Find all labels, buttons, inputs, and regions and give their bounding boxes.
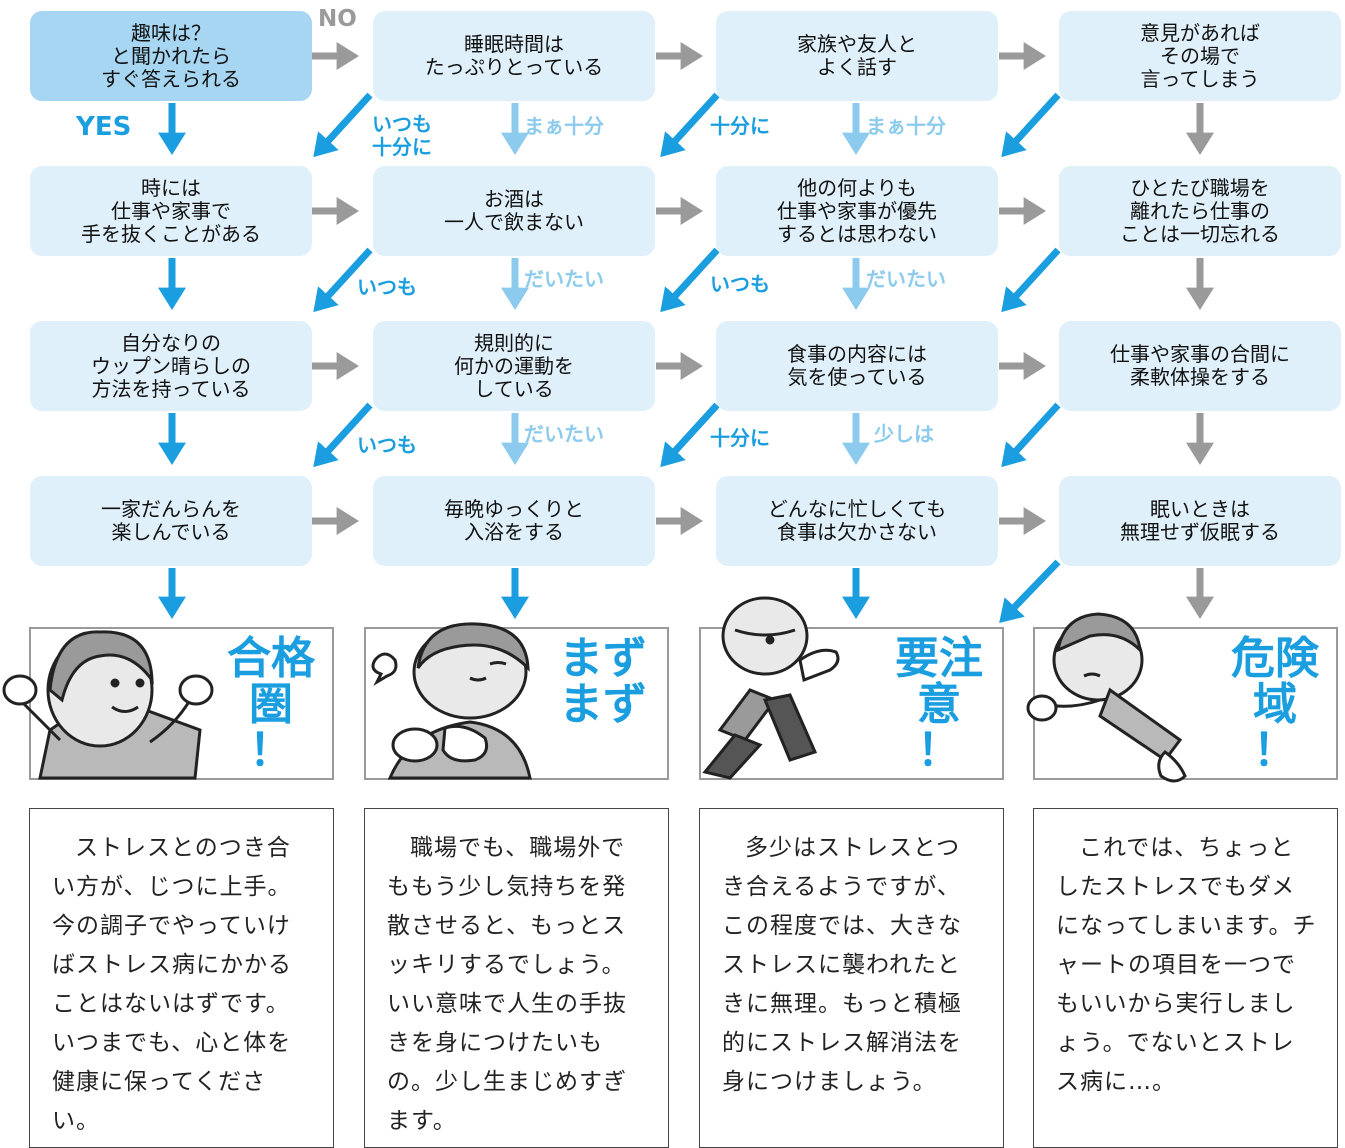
diag-c2-3 xyxy=(313,402,373,468)
question-c2-r1: 睡眠時間は たっぷりとっている xyxy=(373,11,655,101)
diag-c3-3 xyxy=(660,402,720,468)
calm-person-icon xyxy=(371,622,532,780)
diag-c4-3 xyxy=(1001,402,1061,468)
question-c3-r2: 他の何よりも 仕事や家事が優先 するとは思わない xyxy=(716,166,998,256)
diag-c3-1 xyxy=(660,92,720,158)
result-title-pass: 合格 圏 ！ xyxy=(227,633,315,776)
question-c3-r1: 家族や友人と よく話す xyxy=(716,11,998,101)
diag-c2-2 xyxy=(313,247,373,313)
c3-down-label-1: まぁ十分 xyxy=(866,114,946,138)
question-c1-r2: 時には 仕事や家事で 手を抜くことがある xyxy=(30,166,312,256)
c2-diag-label-1: いつも 十分に xyxy=(372,112,432,159)
c3-down-label-3: 少しは xyxy=(874,422,934,446)
question-c2-r4: 毎晩ゆっくりと 入浴をする xyxy=(373,476,655,566)
question-c4-r4: 眠いときは 無理せず仮眠する xyxy=(1059,476,1341,566)
c3-diag-label-2: いつも xyxy=(710,272,770,296)
result-title-caution: 要注 意 ！ xyxy=(895,633,983,776)
c2-diag-label-3: いつも xyxy=(357,433,417,457)
c2-down-label-1: まぁ十分 xyxy=(524,114,604,138)
question-c2-r2: お酒は 一人で飲まない xyxy=(373,166,655,256)
c3-diag-label-3: 十分に xyxy=(710,426,770,450)
question-c3-r4: どんなに忙しくても 食事は欠かさない xyxy=(716,476,998,566)
yes-label: YES xyxy=(76,112,132,142)
result-text-pass: ストレスとのつき合い方が、じつに上手。今の調子でやっていけばストレス病にかかるこ… xyxy=(29,808,334,1148)
c2-down-label-3: だいたい xyxy=(524,422,604,446)
c2-diag-label-2: いつも xyxy=(357,275,417,299)
diag-c4-4 xyxy=(999,559,1061,624)
question-c1-r3: 自分なりの ウップン晴らしの 方法を持っている xyxy=(30,321,312,411)
result-title-danger: 危険 域 ！ xyxy=(1231,633,1319,776)
result-text-okay: 職場でも、職場外でももう少し気持ちを発散させると、もっとスッキリするでしょう。い… xyxy=(364,808,669,1148)
diag-c3-2 xyxy=(660,247,720,313)
question-c4-r1: 意見があれば その場で 言ってしまう xyxy=(1059,11,1341,101)
question-c4-r3: 仕事や家事の合間に 柔軟体操をする xyxy=(1059,321,1341,411)
exhausted-person-icon xyxy=(1026,612,1187,783)
c2-down-label-2: だいたい xyxy=(524,267,604,291)
result-text-caution: 多少はストレスとつき合えるようですが、この程度では、大きなストレスに襲われたとき… xyxy=(699,808,1004,1148)
question-c4-r2: ひとたび職場を 離れたら仕事の ことは一切忘れる xyxy=(1059,166,1341,256)
diag-c2-1 xyxy=(313,92,373,158)
no-label: NO xyxy=(318,6,357,32)
happy-person-icon xyxy=(2,630,214,780)
c3-down-label-2: だいたい xyxy=(866,267,946,291)
question-c2-r3: 規則的に 何かの運動を している xyxy=(373,321,655,411)
result-text-danger: これでは、ちょっとしたストレスでもダメになってしまいます。チャートの項目を一つで… xyxy=(1033,808,1338,1148)
diag-c4-2 xyxy=(1001,247,1061,313)
question-c3-r3: 食事の内容には 気を使っている xyxy=(716,321,998,411)
question-c1-r4: 一家だんらんを 楽しんでいる xyxy=(30,476,312,566)
c3-diag-label-1: 十分に xyxy=(710,114,770,138)
result-title-okay: まず まず xyxy=(559,633,647,730)
diag-c4-1 xyxy=(1001,92,1061,158)
question-c1-r1: 趣味は？ と聞かれたら すぐ答えられる xyxy=(30,11,312,101)
worried-person-icon xyxy=(702,596,840,780)
